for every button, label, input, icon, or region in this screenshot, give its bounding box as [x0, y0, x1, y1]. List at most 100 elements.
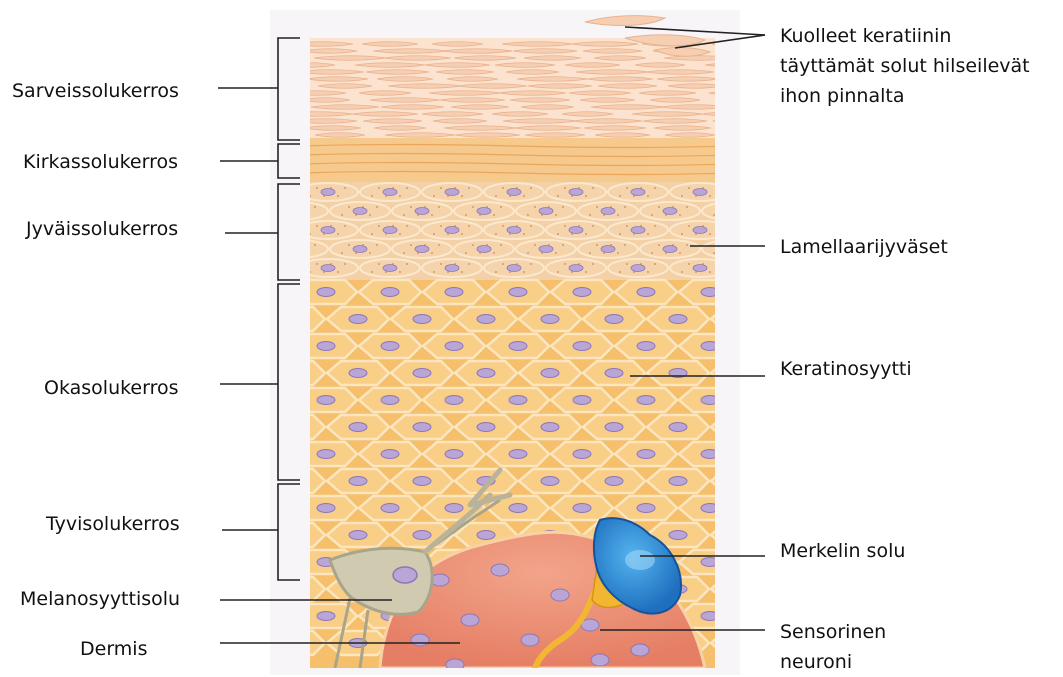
lamellar-granule: [447, 195, 449, 197]
corneum-flake: [650, 98, 700, 103]
lamellar-granule: [688, 187, 690, 189]
corneum-flake: [583, 49, 642, 54]
dermis-nucleus: [491, 564, 509, 576]
lamellar-granule: [654, 187, 656, 189]
corneum-flake: [565, 63, 620, 68]
lamellar-granule: [523, 195, 525, 197]
granular-nucleus: [755, 265, 769, 272]
lamellar-granule: [665, 214, 667, 216]
lamellar-granule: [392, 263, 394, 265]
granular-nucleus: [383, 227, 397, 234]
keratinocyte-nucleus: [445, 288, 463, 297]
lamellar-granule: [378, 187, 380, 189]
label-dead-cells-line2: täyttämät solut hilseilevät: [780, 55, 1030, 77]
corneum-flake: [311, 105, 379, 110]
lamellar-granule: [557, 195, 559, 197]
lamellar-granule: [750, 187, 752, 189]
keratinocyte-nucleus: [477, 531, 495, 540]
lamellar-granule: [330, 263, 332, 265]
keratinocyte-nucleus: [317, 396, 335, 405]
dermis-nucleus: [591, 654, 609, 666]
granular-nucleus: [353, 208, 367, 215]
lamellar-granule: [486, 206, 488, 208]
lamellar-granule: [527, 214, 529, 216]
lamellar-granule: [571, 271, 573, 273]
lamellar-granule: [743, 271, 745, 273]
corneum-flake: [443, 49, 512, 54]
lamellar-granule: [472, 244, 474, 246]
corneum-flake: [436, 70, 494, 75]
lamellar-granule: [431, 252, 433, 254]
corneum-flake: [513, 49, 577, 54]
lamellar-granule: [337, 195, 339, 197]
lamellar-granule: [626, 263, 628, 265]
lamellar-granule: [440, 187, 442, 189]
lamellar-granule: [509, 195, 511, 197]
lamellar-granule: [509, 271, 511, 273]
lamellar-granule: [465, 214, 467, 216]
lamellar-granule: [486, 244, 488, 246]
lamellar-granule: [748, 206, 750, 208]
lamellar-granule: [344, 187, 346, 189]
lamellar-granule: [509, 233, 511, 235]
corneum-flake: [422, 112, 483, 117]
lamellar-granule: [465, 252, 467, 254]
label-kirkassolukerros: Kirkassolukerros: [23, 151, 178, 173]
lamellar-granule: [461, 271, 463, 273]
granular-nucleus: [321, 189, 335, 196]
corneum-flake: [359, 91, 411, 96]
lamellar-granule: [695, 195, 697, 197]
granular-nucleus: [507, 189, 521, 196]
label-dermis: Dermis: [80, 638, 147, 660]
corneum-flake: [521, 105, 574, 110]
label-dead-cells-line1: Kuolleet keratiinin: [780, 25, 951, 47]
lamellar-granule: [750, 263, 752, 265]
lamellar-granule: [741, 214, 743, 216]
granular-nucleus: [321, 227, 335, 234]
lamellar-granule: [548, 244, 550, 246]
lamellar-granule: [314, 206, 316, 208]
keratinocyte-nucleus: [637, 504, 655, 513]
granular-nucleus: [663, 208, 677, 215]
keratinocyte-nucleus: [637, 342, 655, 351]
lamellar-granule: [530, 263, 532, 265]
lamellar-granule: [617, 214, 619, 216]
corneum-flake: [370, 98, 440, 103]
lamellar-granule: [610, 206, 612, 208]
corneum-flake: [587, 77, 653, 82]
dermis-nucleus: [551, 589, 569, 601]
keratinocyte-nucleus: [637, 450, 655, 459]
keratinocyte-nucleus: [381, 396, 399, 405]
lamellar-granule: [385, 233, 387, 235]
corneum-flake: [598, 84, 657, 89]
lamellar-granule: [369, 252, 371, 254]
lamellar-granule: [399, 271, 401, 273]
keratinocyte-nucleus: [605, 315, 623, 324]
corneum-flake: [352, 112, 418, 117]
lamellar-granule: [406, 225, 408, 227]
corneum-flake: [447, 77, 498, 82]
keratinocyte-nucleus: [381, 504, 399, 513]
lamellar-granule: [534, 206, 536, 208]
keratinocyte-nucleus: [349, 531, 367, 540]
granular-nucleus: [663, 246, 677, 253]
lamellar-granule: [647, 271, 649, 273]
lamellar-granule: [406, 187, 408, 189]
lamellar-granule: [316, 225, 318, 227]
lamellar-granule: [371, 271, 373, 273]
corneum-flake: [562, 112, 613, 117]
lamellar-granule: [516, 187, 518, 189]
lamellar-granule: [658, 206, 660, 208]
keratinocyte-nucleus: [605, 369, 623, 378]
keratinocyte-nucleus: [509, 450, 527, 459]
lamellar-granule: [472, 206, 474, 208]
lamellar-granule: [589, 252, 591, 254]
lamellar-granule: [702, 263, 704, 265]
keratinocyte-nucleus: [381, 342, 399, 351]
lamellar-granule: [376, 244, 378, 246]
corneum-flake: [528, 84, 592, 89]
keratinocyte-nucleus: [413, 423, 431, 432]
keratinocyte-nucleus: [413, 369, 431, 378]
lamellar-granule: [527, 252, 529, 254]
corneum-flake: [665, 133, 715, 138]
